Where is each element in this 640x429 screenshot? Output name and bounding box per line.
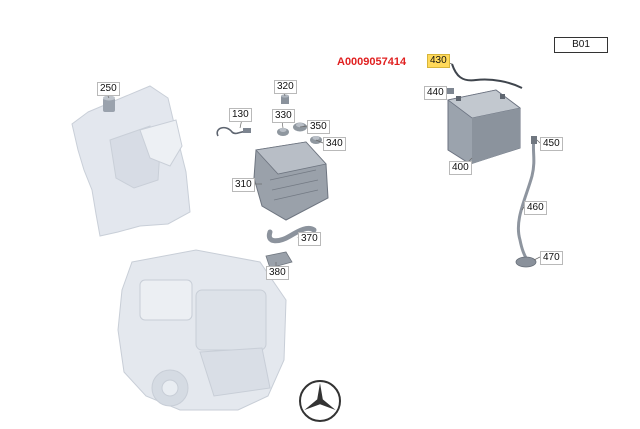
clamp-440-part — [446, 88, 454, 94]
reference-box: B01 — [554, 37, 608, 53]
mercedes-star-icon — [299, 380, 341, 422]
vent-cap-470-part — [515, 256, 537, 268]
callout-460[interactable]: 460 — [524, 201, 547, 215]
part-number-label: A0009057414 — [337, 56, 407, 68]
callout-330[interactable]: 330 — [272, 109, 295, 123]
battery-tray-310-part — [253, 141, 329, 221]
heat-shield-ghost — [71, 85, 191, 237]
battery-400-part — [447, 89, 521, 165]
callout-430[interactable]: 430 — [427, 54, 450, 68]
callout-400[interactable]: 400 — [449, 161, 472, 175]
callout-370[interactable]: 370 — [298, 232, 321, 246]
callout-450[interactable]: 450 — [540, 137, 563, 151]
hose-370-part — [266, 225, 317, 244]
callout-470[interactable]: 470 — [540, 251, 563, 265]
callout-380[interactable]: 380 — [266, 266, 289, 280]
callout-130[interactable]: 130 — [229, 108, 252, 122]
engine-ghost — [117, 249, 287, 411]
vent-fitting-450-part — [531, 136, 537, 144]
callout-340[interactable]: 340 — [323, 137, 346, 151]
callout-440[interactable]: 440 — [424, 86, 447, 100]
callout-320[interactable]: 320 — [274, 80, 297, 94]
callout-350[interactable]: 350 — [307, 120, 330, 134]
callout-310[interactable]: 310 — [232, 178, 255, 192]
vent-hose-460-part — [516, 139, 536, 259]
cable-430-part — [451, 63, 523, 89]
pad-380-part — [265, 251, 293, 269]
callout-250[interactable]: 250 — [97, 82, 120, 96]
cable-130-part — [216, 126, 251, 137]
